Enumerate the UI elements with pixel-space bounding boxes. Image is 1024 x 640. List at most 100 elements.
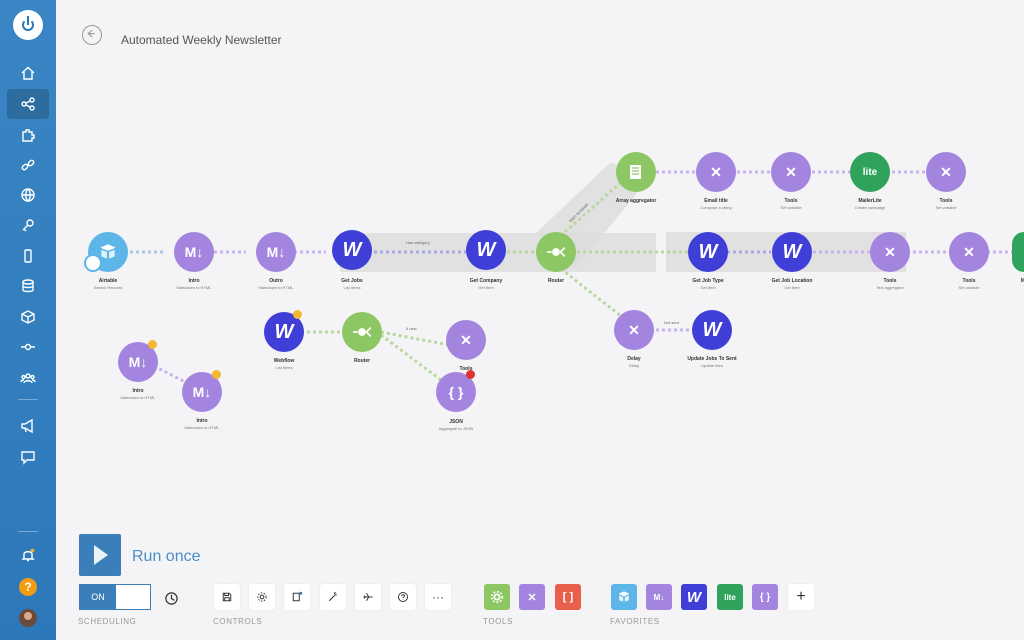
webflow-node[interactable]: W bbox=[264, 312, 304, 352]
favorites-label: FAVORITES bbox=[610, 617, 660, 626]
tools-node[interactable]: ✕ bbox=[696, 152, 736, 192]
run-once-button[interactable] bbox=[79, 534, 121, 576]
gear-icon[interactable] bbox=[249, 584, 275, 610]
cube-icon[interactable] bbox=[7, 302, 49, 332]
help-icon[interactable]: ? bbox=[19, 578, 37, 596]
node-label: Webflow bbox=[273, 358, 295, 364]
node-label: Get Company bbox=[469, 278, 503, 284]
flow-icon[interactable] bbox=[7, 332, 49, 362]
more-button[interactable]: ··· bbox=[425, 584, 451, 610]
node-label: Tools bbox=[962, 278, 976, 284]
home-icon[interactable] bbox=[7, 58, 49, 88]
node-subtitle: Set variable bbox=[780, 205, 802, 210]
node-subtitle: Create campaign bbox=[854, 205, 886, 210]
link-label: Has category bbox=[406, 240, 430, 245]
run-once-label[interactable]: Run once bbox=[132, 548, 201, 565]
node-subtitle: Markdown to HTML bbox=[120, 395, 156, 400]
router-node[interactable] bbox=[536, 232, 576, 272]
database-icon[interactable] bbox=[7, 271, 49, 301]
clock-trigger-icon[interactable] bbox=[84, 254, 102, 272]
webflow-node[interactable]: W bbox=[772, 232, 812, 272]
tools-icon[interactable]: ✕ bbox=[519, 584, 545, 610]
array-aggregator-node[interactable] bbox=[616, 152, 656, 192]
node-label: Intro bbox=[132, 388, 144, 394]
markdown-node[interactable]: M↓ bbox=[174, 232, 214, 272]
webflow-node[interactable]: W bbox=[466, 230, 506, 270]
tools-node[interactable]: ✕ bbox=[949, 232, 989, 272]
divider bbox=[18, 399, 38, 400]
warning-badge bbox=[212, 370, 221, 379]
node-label: Tools bbox=[883, 278, 897, 284]
scenario-canvas[interactable]: Airtable Search Records M↓ Intro Markdow… bbox=[56, 0, 1024, 520]
node-label: Intro bbox=[196, 418, 208, 424]
node-label: Get Jobs bbox=[341, 278, 363, 284]
node-subtitle: Get item bbox=[700, 285, 716, 290]
webflow-node[interactable]: W bbox=[332, 230, 372, 270]
node-subtitle: Aggregate to JSON bbox=[438, 426, 474, 431]
node-label: Get Job Type bbox=[692, 278, 724, 284]
share-icon[interactable] bbox=[7, 89, 49, 119]
node-label: Email title bbox=[704, 198, 728, 204]
clock-icon[interactable] bbox=[159, 586, 183, 610]
tools-node[interactable]: ✕ bbox=[926, 152, 966, 192]
phone-icon[interactable] bbox=[7, 241, 49, 271]
node-subtitle: Markdown to HTML bbox=[184, 425, 220, 430]
node-label: Router bbox=[547, 278, 565, 284]
mailerlite-icon[interactable]: lite bbox=[717, 584, 743, 610]
router-node[interactable] bbox=[342, 312, 382, 352]
puzzle-icon[interactable] bbox=[7, 120, 49, 150]
link-label: Not sent bbox=[664, 320, 679, 325]
airplane-icon[interactable] bbox=[355, 584, 381, 610]
node-subtitle: Set variable bbox=[958, 285, 980, 290]
scheduling-toggle[interactable]: ON bbox=[79, 584, 151, 610]
node-label: Update Jobs To Sent bbox=[687, 356, 737, 362]
megaphone-icon[interactable] bbox=[7, 411, 49, 441]
webflow-node[interactable]: W bbox=[688, 232, 728, 272]
airtable-icon[interactable] bbox=[611, 584, 637, 610]
markdown-node[interactable]: M↓ bbox=[256, 232, 296, 272]
json-icon[interactable]: { } bbox=[752, 584, 778, 610]
node-label: MailerLite bbox=[858, 198, 882, 204]
tools-node[interactable]: ✕ bbox=[771, 152, 811, 192]
flow-control-gear-icon[interactable] bbox=[484, 584, 510, 610]
node-label: Tools bbox=[784, 198, 798, 204]
magic-wand-icon[interactable] bbox=[320, 584, 346, 610]
mailerlite-node[interactable]: lite bbox=[850, 152, 890, 192]
make-logo[interactable] bbox=[13, 10, 43, 40]
save-icon[interactable] bbox=[214, 584, 240, 610]
add-favorite-button[interactable]: + bbox=[788, 584, 814, 610]
text-parser-icon[interactable]: [ ] bbox=[555, 584, 581, 610]
node-subtitle: List items bbox=[343, 285, 361, 290]
team-icon[interactable] bbox=[7, 363, 49, 393]
node-label: Router bbox=[353, 358, 371, 364]
delay-node[interactable]: ✕ bbox=[614, 310, 654, 350]
mailerlite-node[interactable] bbox=[1012, 232, 1024, 272]
error-badge bbox=[466, 370, 475, 379]
control-panel: Run once ON SCHEDULING ··· CONTROLS ✕ [ … bbox=[56, 520, 1024, 640]
note-icon[interactable] bbox=[284, 584, 310, 610]
node-label: Airtable bbox=[98, 278, 118, 284]
chat-icon[interactable] bbox=[7, 442, 49, 472]
avatar[interactable] bbox=[19, 609, 37, 627]
node-label: Outro bbox=[269, 278, 283, 284]
webflow-node[interactable]: W bbox=[692, 310, 732, 350]
key-icon[interactable] bbox=[7, 210, 49, 240]
node-subtitle: Markdown to HTML bbox=[258, 285, 294, 290]
scenario-title: Automated Weekly Newsletter bbox=[121, 33, 282, 47]
tools-node[interactable]: ✕ bbox=[870, 232, 910, 272]
node-subtitle: Compose a string bbox=[700, 205, 732, 210]
tools-node[interactable]: ✕ bbox=[446, 320, 486, 360]
markdown-icon[interactable]: M↓ bbox=[646, 584, 672, 610]
node-subtitle: Get Item bbox=[478, 285, 494, 290]
globe-icon[interactable] bbox=[7, 180, 49, 210]
back-button[interactable] bbox=[82, 25, 102, 45]
node-label: M bbox=[1020, 278, 1024, 284]
bell-icon[interactable] bbox=[7, 540, 49, 570]
link-icon[interactable] bbox=[7, 150, 49, 180]
node-label: Intro bbox=[188, 278, 200, 284]
webflow-icon[interactable]: W bbox=[681, 584, 707, 610]
help-icon[interactable] bbox=[390, 584, 416, 610]
divider bbox=[18, 531, 38, 532]
link-label: If new bbox=[406, 326, 417, 331]
node-subtitle: Set variable bbox=[935, 205, 957, 210]
